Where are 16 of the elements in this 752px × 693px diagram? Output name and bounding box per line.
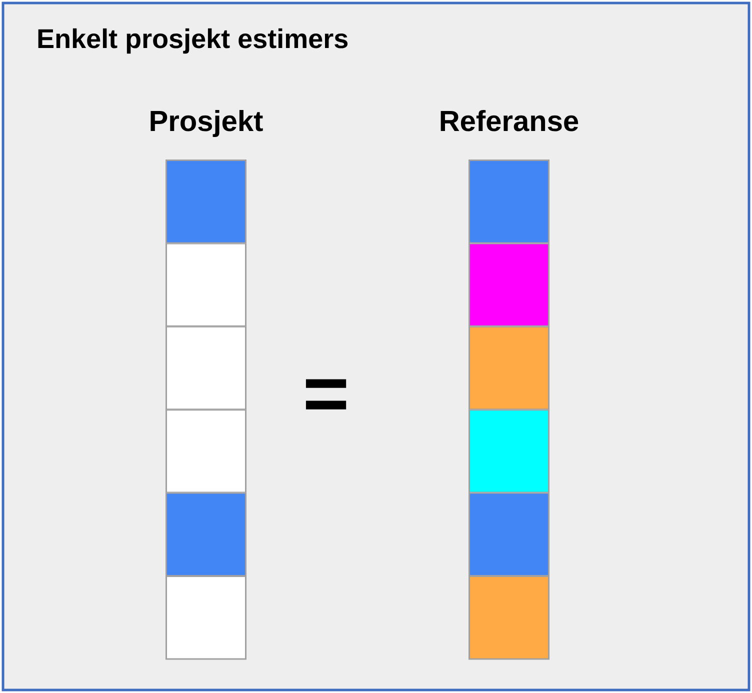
color-cell: [469, 410, 549, 493]
color-cell: [166, 160, 246, 244]
color-cell: [469, 243, 549, 326]
color-cell: [166, 243, 246, 326]
color-cell: [166, 576, 246, 660]
color-cell: [469, 160, 549, 244]
color-cell: [166, 326, 246, 410]
color-cell: [469, 326, 549, 410]
color-cell: [166, 410, 246, 493]
column-heading: Referanse: [440, 110, 578, 132]
column-heading: Prosjekt: [150, 110, 263, 138]
color-cell: [166, 492, 246, 576]
color-cell: [469, 576, 549, 660]
equals-sign: =: [306, 379, 346, 410]
color-cell: [469, 492, 549, 576]
title: Enkelt prosjekt estimers: [38, 28, 348, 54]
